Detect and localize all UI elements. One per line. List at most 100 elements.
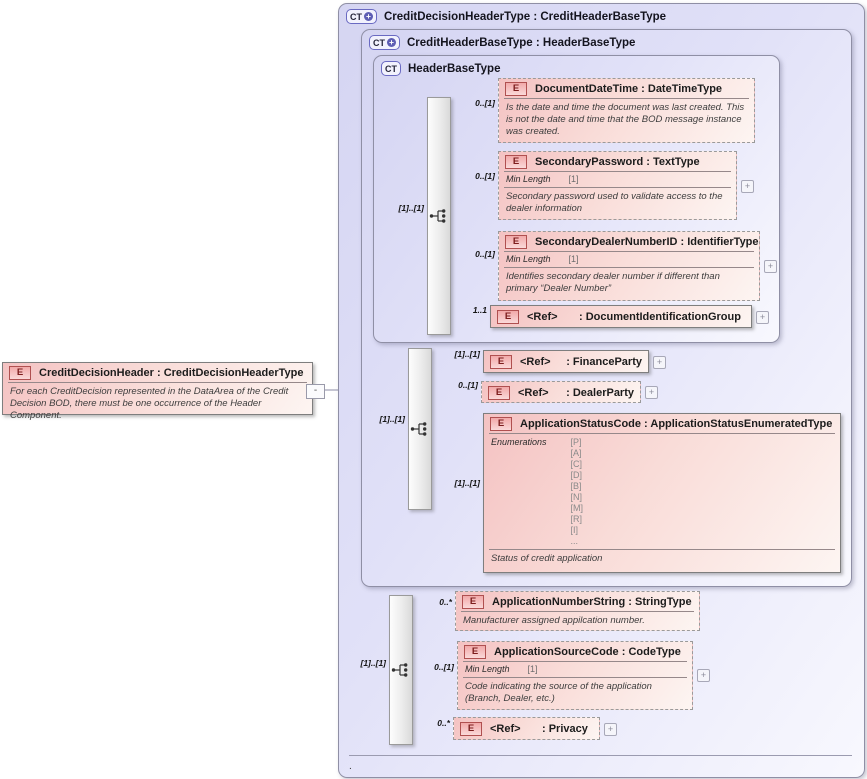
sequence-compositor-credit-header[interactable] (408, 348, 432, 510)
cardinality-label: 0..* (439, 597, 452, 607)
enumeration-value: [P] (570, 437, 582, 447)
divider (504, 267, 754, 268)
sequence-icon (410, 422, 427, 436)
element-CreditDecisionHeader[interactable]: E CreditDecisionHeader : CreditDecisionH… (2, 362, 313, 421)
complextype-derived-icon: CT + (369, 35, 400, 50)
element-title: : DocumentIdentificationGroup (579, 311, 741, 323)
element-title: : FinanceParty (566, 356, 642, 368)
cardinality-label: 1..1 (472, 305, 487, 315)
element-annotation: Status of credit application (491, 553, 603, 564)
expand-button[interactable]: + (697, 669, 710, 682)
facet-name: Enumerations (491, 437, 547, 447)
element-title: ApplicationStatusCode : ApplicationStatu… (520, 418, 833, 430)
enumeration-value: [R] (570, 514, 583, 524)
cardinality-label: [1]..[1] (454, 349, 481, 359)
sequence-compositor-header-base[interactable] (427, 97, 451, 335)
divider (504, 187, 731, 188)
footer-annotation: . (349, 761, 352, 772)
complextype-title: HeaderBaseType (408, 62, 501, 75)
expand-button[interactable]: + (653, 356, 666, 369)
divider (504, 171, 731, 172)
complextype-derived-icon: CT + (346, 9, 377, 24)
facet-value: [1] (568, 254, 579, 264)
ref-label: <Ref> (520, 356, 551, 368)
divider (463, 677, 687, 678)
derivation-plus-icon: + (364, 12, 373, 21)
expand-button[interactable]: + (645, 386, 658, 399)
sequence-compositor-credit-decision[interactable] (389, 595, 413, 745)
expand-button[interactable]: + (756, 311, 769, 324)
element-icon: E (488, 386, 510, 400)
element-title: ApplicationSourceCode : CodeType (494, 646, 681, 658)
expand-button[interactable]: + (764, 260, 777, 273)
element-title: : Privacy (542, 723, 588, 735)
element-annotation: Manufacturer assigned appilcation number… (463, 615, 645, 626)
facet-name: Min Length (506, 174, 551, 184)
divider (463, 661, 687, 662)
element-ref-DealerParty[interactable]: E <Ref> : DealerParty (481, 381, 641, 403)
divider (504, 98, 749, 99)
element-SecondaryPassword[interactable]: E SecondaryPassword : TextType Min Lengt… (498, 151, 737, 220)
sequence-icon (429, 209, 446, 223)
facet-name: Min Length (506, 254, 551, 264)
facet-value: [1] (527, 664, 538, 674)
element-ApplicationStatusCode[interactable]: E ApplicationStatusCode : ApplicationSta… (483, 413, 841, 573)
element-title: : DealerParty (566, 387, 634, 399)
element-annotation: Code indicating the source of the applic… (465, 681, 652, 704)
divider (461, 611, 694, 612)
enumeration-value: [I] (570, 525, 579, 535)
derivation-plus-icon: + (387, 38, 396, 47)
ct-badge-label: CT (385, 63, 397, 74)
element-ApplicationNumberString[interactable]: E ApplicationNumberString : StringType M… (455, 591, 700, 631)
ct-badge-label: CT (350, 11, 362, 22)
element-icon: E (505, 235, 527, 249)
ref-label: <Ref> (490, 723, 521, 735)
facet-value: [1] (568, 174, 579, 184)
element-ref-FinanceParty[interactable]: E <Ref> : FinanceParty (483, 350, 649, 373)
sequence-icon (391, 663, 408, 677)
element-title: DocumentDateTime : DateTimeType (535, 83, 723, 95)
facet-name: Min Length (465, 664, 510, 674)
divider (489, 549, 835, 550)
collapse-button[interactable]: - (306, 384, 325, 399)
element-ApplicationSourceCode[interactable]: E ApplicationSourceCode : CodeType Min L… (457, 641, 693, 710)
element-icon: E (490, 355, 512, 369)
expand-button[interactable]: + (741, 180, 754, 193)
element-ref-Privacy[interactable]: E <Ref> : Privacy (453, 717, 600, 740)
element-title: SecondaryDealerNumberID : IdentifierType (535, 236, 759, 248)
element-icon: E (505, 155, 527, 169)
cardinality-label: [1]..[1] (360, 658, 387, 668)
cardinality-label: 0..[1] (434, 662, 454, 672)
divider (8, 382, 307, 383)
cardinality-label: 0..[1] (475, 98, 495, 108)
expand-button[interactable]: + (604, 723, 617, 736)
divider (504, 251, 754, 252)
element-ref-DocumentIdentificationGroup[interactable]: E <Ref> : DocumentIdentificationGroup (490, 305, 752, 328)
enumeration-value: [C] (570, 459, 583, 469)
enumeration-value: ... (570, 536, 579, 546)
element-icon: E (9, 366, 31, 380)
element-icon: E (497, 310, 519, 324)
element-icon: E (460, 722, 482, 736)
element-title: SecondaryPassword : TextType (535, 156, 700, 168)
complextype-title: CreditHeaderBaseType : HeaderBaseType (407, 36, 636, 49)
enumeration-list: [P] [A] [C] [D] [B] [N] [M] [R] [I] ... (571, 437, 584, 547)
cardinality-label: [1]..[1] (398, 203, 425, 213)
ref-label: <Ref> (527, 311, 558, 323)
ct-badge-label: CT (373, 37, 385, 48)
element-icon: E (462, 595, 484, 609)
cardinality-label: 0..[1] (475, 171, 495, 181)
enumeration-value: [N] (570, 492, 583, 502)
cardinality-label: 0..* (437, 718, 450, 728)
enumeration-value: [M] (570, 503, 584, 513)
ref-label: <Ref> (518, 387, 549, 399)
cardinality-label: [1]..[1] (379, 414, 406, 424)
element-DocumentDateTime[interactable]: E DocumentDateTime : DateTimeType Is the… (498, 78, 755, 143)
element-title: ApplicationNumberString : StringType (492, 596, 692, 608)
element-annotation: Is the date and time the document was la… (506, 102, 745, 137)
complextype-icon: CT (381, 61, 401, 76)
element-SecondaryDealerNumberID[interactable]: E SecondaryDealerNumberID : IdentifierTy… (498, 231, 760, 301)
element-annotation: For each CreditDecision represented in t… (10, 386, 289, 421)
enumeration-value: [D] (570, 470, 583, 480)
